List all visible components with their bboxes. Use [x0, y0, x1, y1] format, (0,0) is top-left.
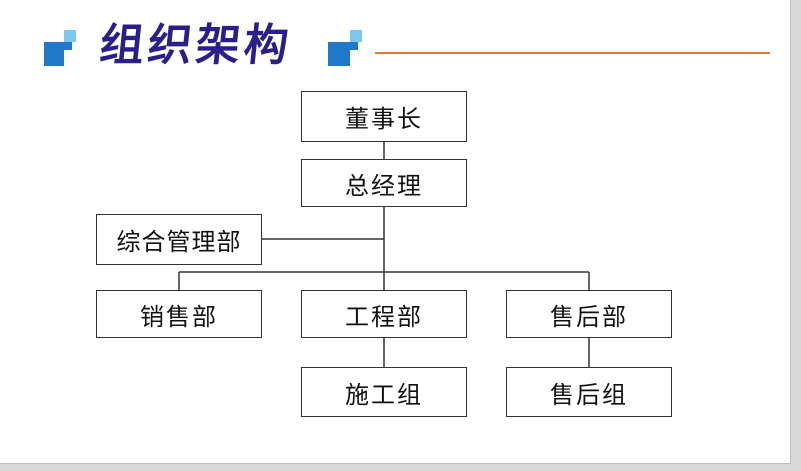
box-engineering-dept: 工程部	[301, 290, 467, 338]
box-general-manager: 总经理	[301, 159, 467, 207]
connector-lines	[178, 142, 590, 367]
box-after-sales-team: 售后组	[506, 367, 672, 417]
box-construction-team: 施工组	[301, 367, 467, 417]
right-decoration-icon	[328, 28, 368, 68]
title-divider	[375, 52, 770, 54]
left-decoration-icon	[44, 28, 78, 68]
box-chairman: 董事长	[301, 91, 467, 142]
box-sales-dept: 销售部	[96, 290, 262, 338]
box-after-sales-dept: 售后部	[506, 290, 672, 338]
box-admin-dept: 综合管理部	[96, 214, 262, 265]
org-chart-card: 组织架构 董事长 总经理 综合管理部 销售部 工程部 售后部 施工组 售后组	[0, 0, 791, 464]
